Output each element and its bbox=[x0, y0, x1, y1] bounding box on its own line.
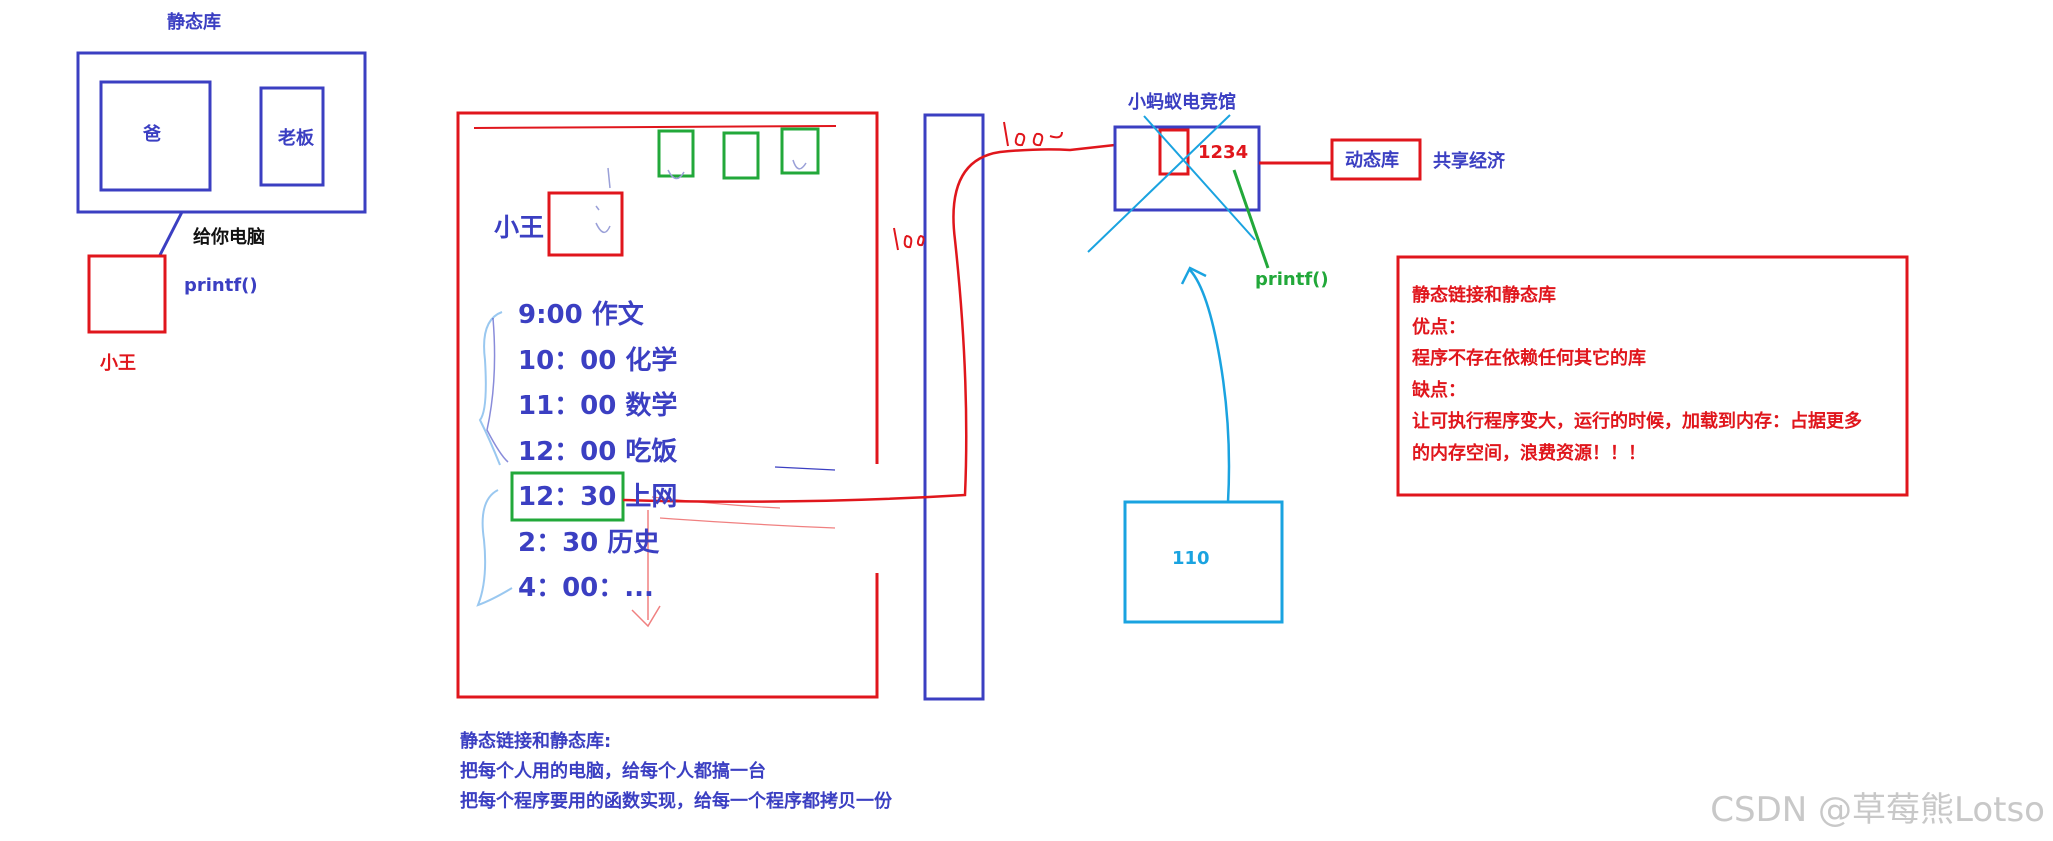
handwritten-100-vertical bbox=[893, 227, 925, 251]
give-computer-line bbox=[158, 211, 184, 256]
schedule-bracket-upper-2 bbox=[486, 317, 509, 463]
static-library-title: 静态库 bbox=[167, 12, 221, 33]
bottom-line-3: 把每个程序要用的函数实现，给每一个程序都拷贝一份 bbox=[460, 791, 892, 812]
police-box bbox=[1123, 500, 1284, 624]
xiaowang-small-box bbox=[87, 254, 167, 334]
schedule-item-3: 11：00 数学 bbox=[518, 391, 678, 421]
netcafe-seat-red bbox=[1158, 128, 1190, 176]
seat-scribble-2 bbox=[792, 159, 807, 170]
dynamic-library-label: 动态库 bbox=[1345, 150, 1399, 171]
dad-box bbox=[99, 80, 212, 192]
schedule-item-6: 2：30 历史 bbox=[518, 528, 660, 558]
schedule-item-5: 12：30 上网 bbox=[518, 482, 678, 512]
trail-lines bbox=[651, 496, 836, 529]
notes-line-2: 优点： bbox=[1412, 317, 1466, 338]
bottom-line-1: 静态链接和静态库: bbox=[460, 731, 612, 752]
notes-line-3: 程序不存在依赖任何其它的库 bbox=[1412, 348, 1646, 369]
schedule-item-4: 12：00 吃饭 bbox=[518, 437, 678, 467]
printf-label-left: printf() bbox=[184, 275, 258, 296]
notes-line-5: 让可执行程序变大，运行的时候，加载到内存：占据更多 bbox=[1412, 411, 1862, 432]
netcafe-title: 小蚂蚁电竞馆 bbox=[1128, 92, 1236, 113]
green-seat-2 bbox=[722, 131, 760, 180]
printf-link-line bbox=[1232, 169, 1270, 269]
schedule-bracket-lower bbox=[476, 489, 513, 607]
notes-line-6: 的内存空间，浪费资源！！！ bbox=[1412, 443, 1646, 464]
notes-line-1: 静态链接和静态库 bbox=[1412, 285, 1556, 306]
give-computer-label: 给你电脑 bbox=[193, 227, 265, 248]
notes-box bbox=[1396, 255, 1909, 497]
desk-scribble bbox=[595, 205, 611, 233]
blue-dash bbox=[774, 466, 836, 471]
xiaowang-desk-box bbox=[547, 191, 624, 257]
xiaowang-room-label: 小王 bbox=[494, 213, 545, 242]
room-top-line bbox=[473, 125, 837, 129]
schedule-item-1: 9:00 作文 bbox=[518, 300, 644, 330]
static-library-box bbox=[76, 51, 367, 214]
green-seat-3 bbox=[780, 127, 820, 175]
netcafe-box bbox=[1113, 125, 1261, 212]
xiaowang-label-left: 小王 bbox=[100, 353, 136, 374]
corridor-box bbox=[923, 113, 985, 701]
schedule-item-2: 10：00 化学 bbox=[518, 346, 678, 376]
cross-line-2 bbox=[1087, 114, 1231, 253]
internet-path bbox=[622, 143, 1116, 503]
police-arrow bbox=[1180, 266, 1231, 503]
notes-line-4: 缺点： bbox=[1412, 380, 1466, 401]
cross-line-1 bbox=[1143, 115, 1256, 241]
bottom-line-2: 把每个人用的电脑，给每个人都搞一台 bbox=[460, 761, 766, 782]
room-box bbox=[456, 111, 879, 699]
boss-box bbox=[259, 86, 325, 187]
boss-label: 老板 bbox=[278, 128, 314, 149]
seat-scribble bbox=[667, 169, 685, 180]
dynamic-library-box bbox=[1330, 138, 1422, 181]
pen-mark bbox=[607, 167, 611, 189]
internet-highlight-box bbox=[510, 471, 625, 522]
police-label: 110 bbox=[1172, 548, 1210, 569]
handwritten-100-top bbox=[1003, 121, 1063, 147]
green-seat-1 bbox=[657, 129, 695, 178]
shared-economy-label: 共享经济 bbox=[1433, 151, 1505, 172]
printf-label-right: printf() bbox=[1255, 269, 1329, 290]
room-number-label: 1234 bbox=[1198, 142, 1249, 163]
watermark: CSDN @草莓熊Lotso bbox=[1710, 790, 2045, 830]
schedule-item-7: 4：00：... bbox=[518, 573, 654, 603]
down-arrow-scribble bbox=[631, 510, 661, 628]
schedule-bracket-upper bbox=[478, 311, 503, 466]
dad-label: 爸 bbox=[143, 124, 161, 145]
